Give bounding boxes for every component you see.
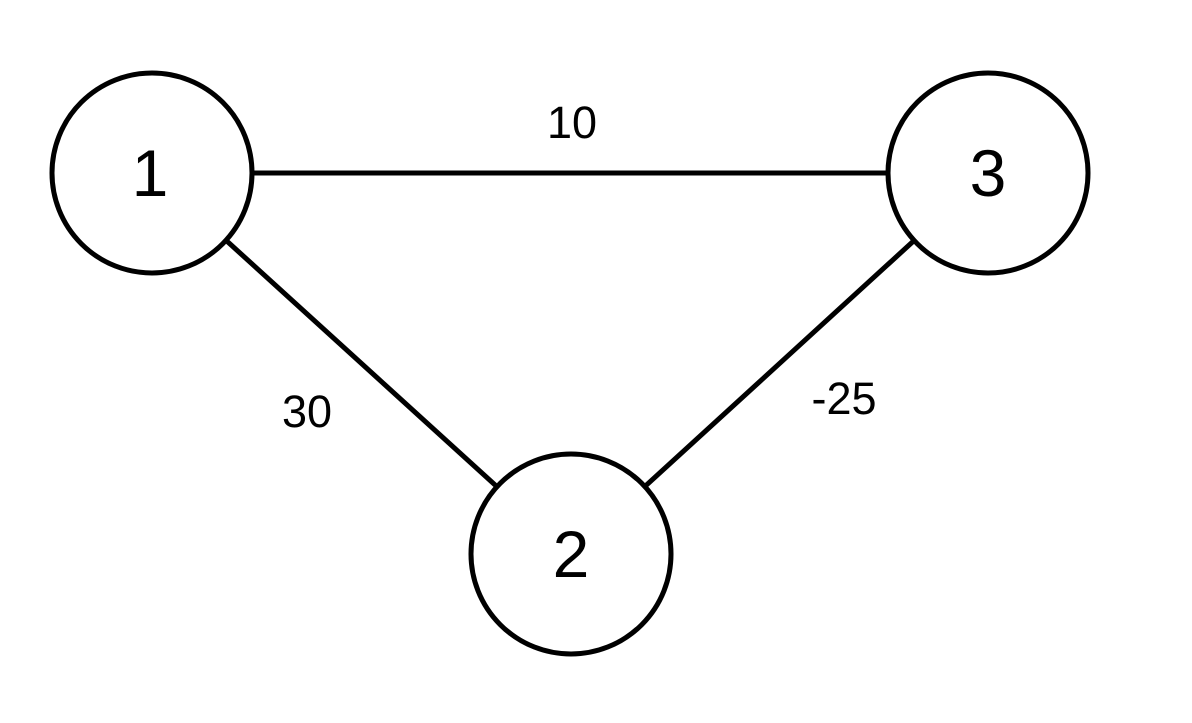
- node-2-circle: [468, 451, 674, 657]
- node-1-label: 1: [132, 136, 169, 210]
- node-3-label: 3: [970, 136, 1007, 210]
- nodes: 1 2 3: [49, 70, 1091, 657]
- node-3-circle: [885, 70, 1091, 276]
- node-2-label: 2: [553, 517, 590, 591]
- edge-1-3-weight-label: 10: [547, 97, 597, 148]
- edge-1-2-weight-label: 30: [282, 386, 332, 437]
- edge-2-3-weight-label: -25: [811, 373, 876, 424]
- edge-labels: 10 30 -25: [282, 97, 877, 437]
- node-1-circle: [49, 70, 255, 276]
